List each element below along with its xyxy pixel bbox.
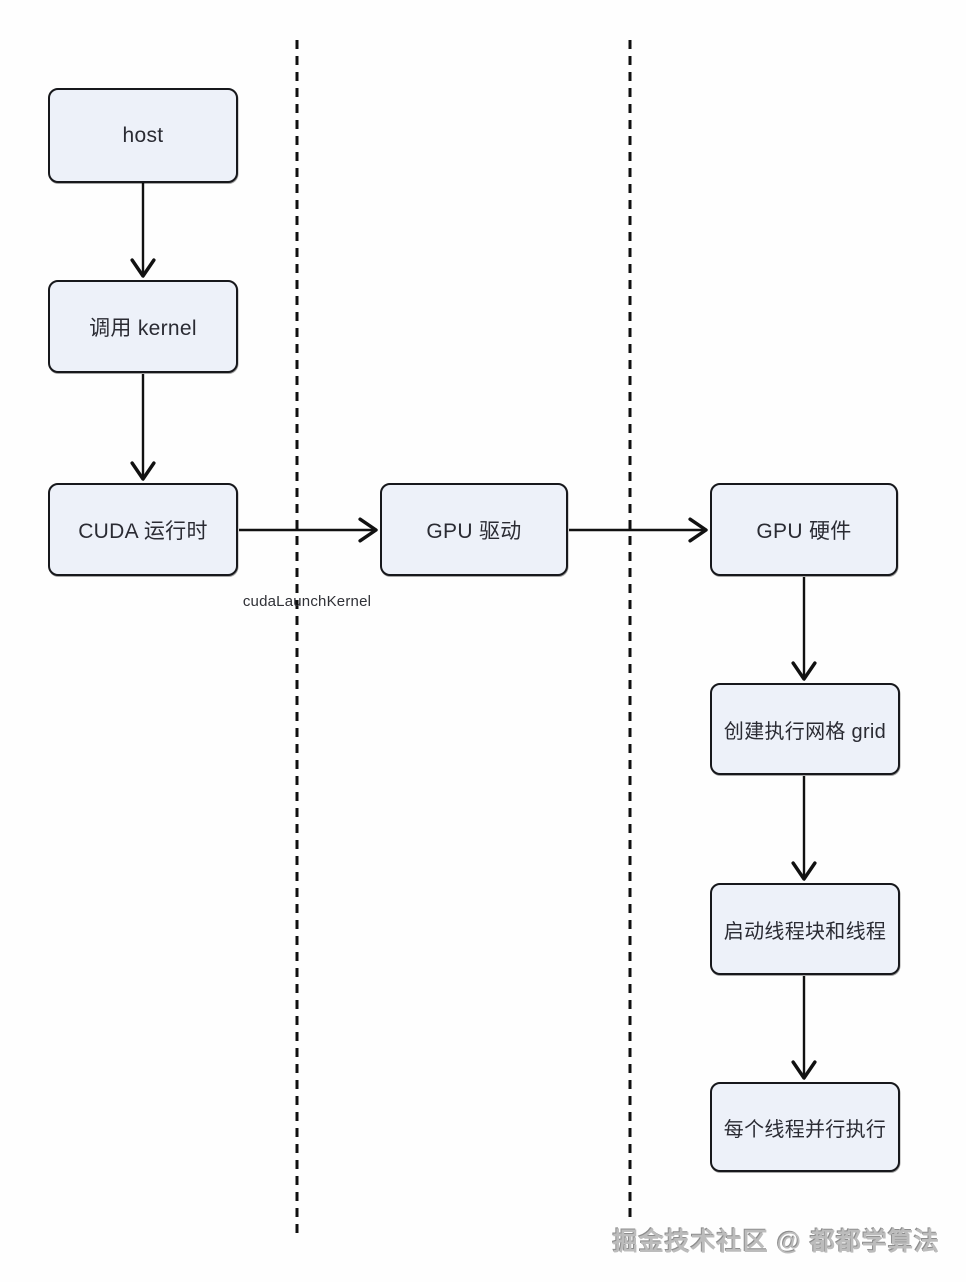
node-gpu-hardware: GPU 硬件: [710, 483, 898, 576]
node-gpu-driver-label: GPU 驱动: [426, 519, 522, 543]
node-launch-blocks: 启动线程块和线程: [710, 883, 900, 975]
node-call-kernel-label: 调用 kernel: [89, 316, 197, 340]
node-cuda-runtime-label: CUDA 运行时: [78, 519, 208, 543]
node-parallel-exec: 每个线程并行执行: [710, 1082, 900, 1172]
node-gpu-driver: GPU 驱动: [380, 483, 568, 576]
edge-label-cudalaunchkernel: cudaLaunchKernel: [242, 593, 372, 610]
node-create-grid-label: 创建执行网格 grid: [723, 720, 887, 743]
node-host: host: [48, 88, 238, 183]
watermark-text: 掘金技术社区 @ 都都学算法: [612, 1228, 940, 1256]
node-call-kernel: 调用 kernel: [48, 280, 238, 373]
node-launch-blocks-label: 启动线程块和线程: [723, 920, 887, 943]
node-gpu-hardware-label: GPU 硬件: [756, 519, 852, 543]
node-host-label: host: [122, 123, 164, 147]
node-create-grid: 创建执行网格 grid: [710, 683, 900, 775]
node-cuda-runtime: CUDA 运行时: [48, 483, 238, 576]
node-parallel-exec-label: 每个线程并行执行: [723, 1118, 887, 1141]
